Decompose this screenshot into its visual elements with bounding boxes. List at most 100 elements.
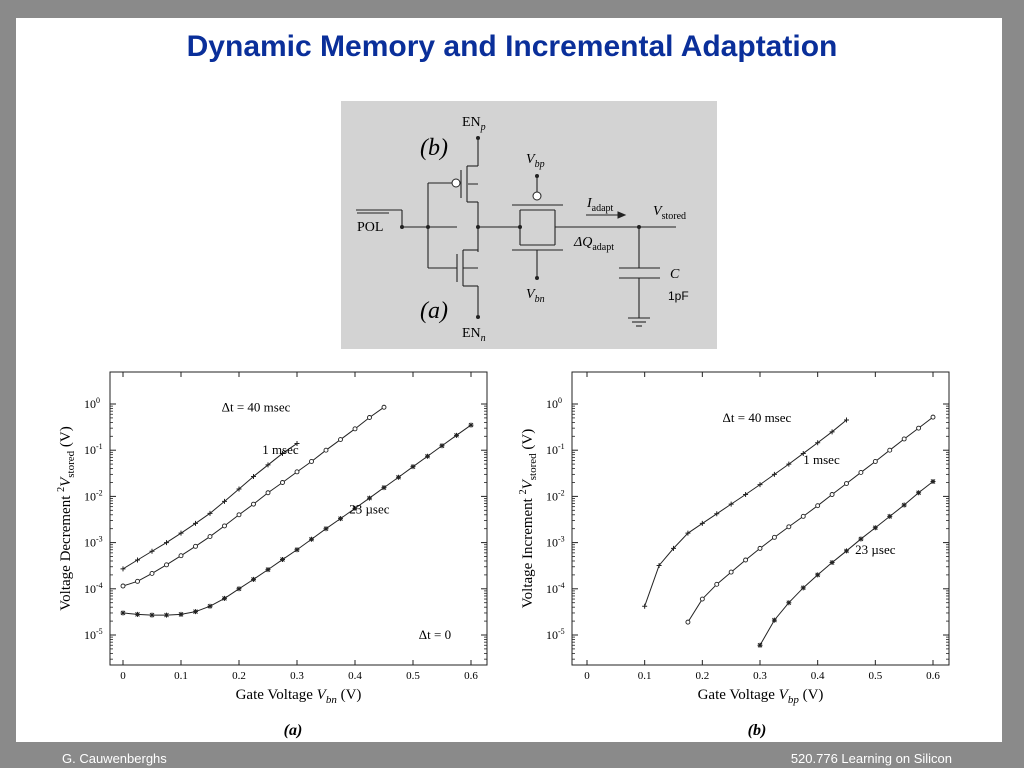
data-point: [207, 534, 213, 540]
data-point: [872, 525, 878, 531]
data-point: [135, 557, 140, 563]
series-line: [644, 419, 847, 607]
data-point: [193, 609, 198, 615]
data-point: [642, 603, 648, 609]
y-tick-label: 10-2: [84, 488, 103, 503]
y-tick-label: 10-5: [546, 627, 565, 642]
data-point: [800, 450, 806, 456]
series-line: [122, 406, 385, 587]
data-point: [844, 481, 849, 486]
data-point: [294, 469, 300, 475]
x-axis-label: Gate Voltage Vbp (V): [698, 687, 824, 706]
data-point: [236, 512, 242, 518]
data-point: [251, 473, 256, 479]
data-point: [236, 586, 242, 592]
x-tick-label: 0.6: [926, 670, 940, 682]
data-point: [381, 485, 387, 491]
data-point: [265, 490, 271, 496]
y-tick-label: 10-5: [84, 627, 103, 642]
data-point: [743, 557, 749, 563]
x-tick-label: 0.4: [348, 670, 362, 682]
data-point: [120, 566, 126, 572]
data-point: [439, 443, 445, 449]
current-arrow: [586, 211, 627, 219]
vstored-label: Vstored: [653, 204, 686, 222]
data-point: [454, 432, 459, 438]
data-point: [164, 612, 169, 618]
data-point: [887, 447, 893, 453]
data-point: [323, 526, 329, 532]
data-point: [800, 585, 806, 591]
data-point: [193, 520, 198, 526]
data-point: [396, 474, 401, 480]
data-point: [930, 414, 936, 420]
data-point: [367, 415, 372, 420]
en-n-label: ENn: [462, 326, 486, 344]
data-point: [425, 453, 430, 459]
x-tick-label: 0.2: [232, 670, 246, 682]
data-point: [786, 600, 792, 606]
data-point: [887, 513, 893, 519]
x-tick-label: 0.3: [290, 670, 304, 682]
chart-annotation: 23 µsec: [855, 542, 896, 557]
data-point: [916, 425, 922, 431]
y-tick-label: 10-1: [546, 442, 565, 457]
data-point: [699, 596, 705, 602]
data-point: [280, 480, 285, 485]
dq-adapt-label: ΔQadapt: [573, 235, 614, 253]
data-point: [771, 617, 777, 623]
data-point: [728, 501, 734, 507]
data-point: [338, 437, 343, 443]
data-point: [178, 553, 184, 559]
data-point: [829, 492, 835, 497]
x-tick-label: 0: [120, 670, 126, 682]
chart-caption: (a): [284, 722, 303, 739]
data-point: [323, 447, 329, 453]
chart-annotation: 1 msec: [262, 442, 299, 457]
data-point: [120, 583, 126, 589]
plot-frame: [109, 371, 488, 666]
data-point: [135, 611, 140, 617]
data-point: [829, 560, 835, 566]
data-point: [251, 576, 256, 582]
y-tick-label: 10-3: [546, 535, 565, 550]
x-axis-label: Gate Voltage Vbn (V): [236, 687, 362, 706]
vbp-label: Vbp: [526, 152, 545, 170]
label-b: (b): [420, 135, 448, 161]
data-point: [352, 505, 358, 511]
y-tick-label: 10-4: [84, 581, 103, 596]
data-point: [222, 595, 227, 601]
data-point: [872, 459, 878, 464]
data-point: [786, 524, 792, 530]
data-point: [771, 534, 777, 540]
data-point: [280, 450, 285, 456]
y-axis-label: Voltage Increment 2Vstored (V): [518, 429, 539, 609]
data-point: [338, 516, 343, 522]
data-point: [251, 501, 256, 507]
y-tick-label: 10-2: [546, 488, 565, 503]
data-point: [294, 440, 300, 446]
x-tick-label: 0.1: [638, 670, 652, 682]
chart-annotation: Δt = 0: [419, 627, 451, 642]
data-point: [685, 530, 691, 536]
data-point: [699, 520, 705, 526]
data-point: [309, 536, 314, 542]
circuit-wires: [356, 140, 676, 327]
y-tick-label: 10-1: [84, 442, 103, 457]
data-point: [815, 572, 821, 578]
data-point: [236, 486, 242, 492]
y-tick-label: 100: [546, 396, 562, 411]
data-point: [844, 548, 849, 554]
data-point: [728, 569, 734, 575]
footer-author: G. Cauwenberghs: [62, 751, 167, 766]
data-point: [901, 502, 907, 508]
data-point: [280, 557, 285, 563]
y-tick-label: 10-3: [84, 535, 103, 550]
data-point: [901, 436, 907, 442]
data-point: [149, 548, 155, 554]
series-line: [687, 416, 934, 623]
data-point: [149, 570, 155, 576]
data-point: [671, 545, 676, 551]
